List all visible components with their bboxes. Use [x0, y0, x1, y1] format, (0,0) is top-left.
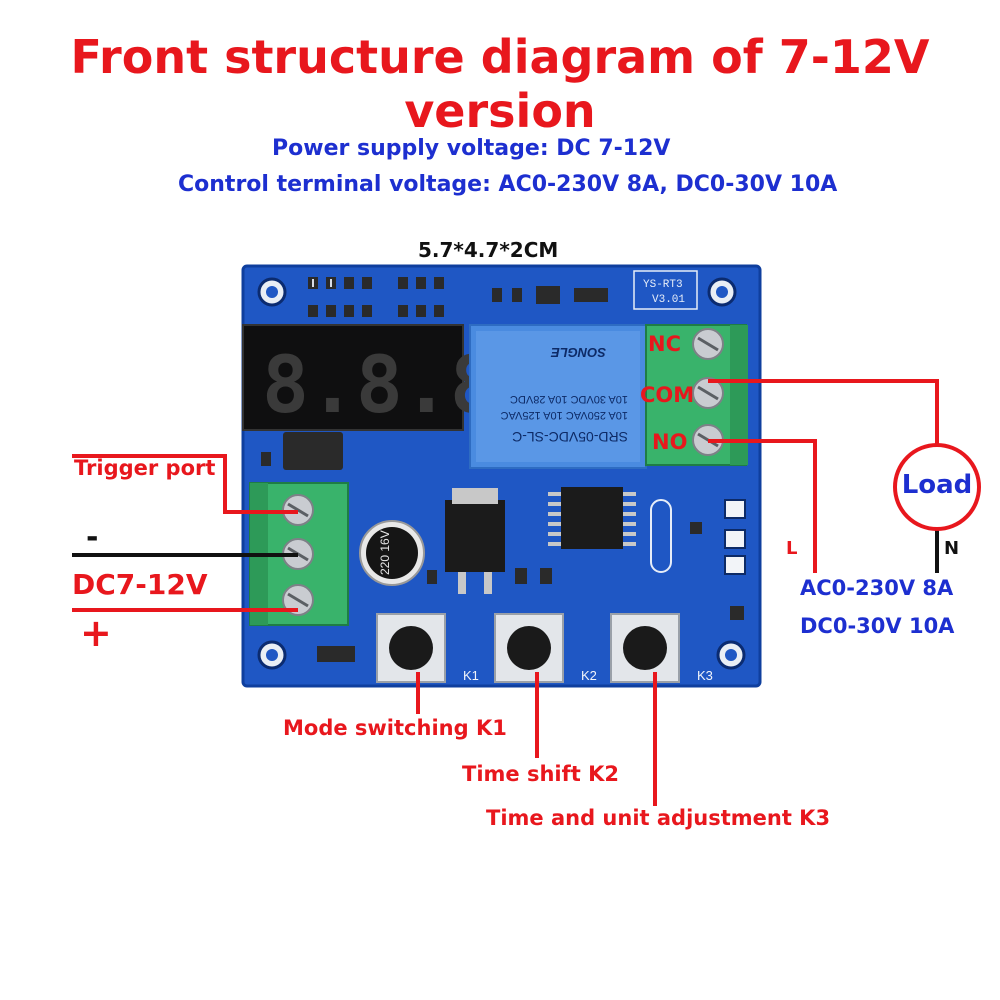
k1-label: Mode switching K1 — [283, 716, 507, 740]
ac-rating-label: AC0-230V 8A — [800, 576, 954, 600]
line-l-label: L — [786, 538, 798, 559]
dc-voltage-label: DC7-12V — [72, 568, 208, 601]
svg-text:10A 250VAC 10A 125VAC: 10A 250VAC 10A 125VAC — [501, 409, 628, 421]
seven-segment-display — [242, 324, 464, 431]
power-spec: Power supply voltage: DC 7-12V — [272, 136, 671, 161]
trigger-port-label: Trigger port — [74, 456, 216, 480]
board-version: V3.01 — [652, 294, 685, 306]
plus-label: + — [80, 611, 112, 655]
terminal-com-label: COM — [640, 383, 695, 407]
board-model: YS-RT3 — [643, 279, 683, 291]
svg-text:SONGLE: SONGLE — [551, 345, 606, 360]
minus-label: - — [86, 520, 99, 555]
terminal-screws — [692, 328, 724, 456]
dimensions-label: 5.7*4.7*2CM — [418, 238, 559, 262]
terminal-nc-label: NC — [648, 332, 681, 356]
k3-label: Time and unit adjustment K3 — [486, 806, 831, 830]
dc-rating-label: DC0-30V 10A — [800, 614, 955, 638]
load-label: Load — [901, 470, 973, 500]
push-buttons — [376, 613, 680, 683]
relay-markings: SRD-05VDC-SL-C 10A 250VAC 10A 125VAC 10A… — [501, 345, 628, 445]
k2-label: Time shift K2 — [462, 762, 619, 786]
neutral-n-label: N — [944, 538, 960, 559]
svg-text:SRD-05VDC-SL-C: SRD-05VDC-SL-C — [512, 429, 628, 445]
k3-silk: K3 — [697, 668, 713, 683]
display-digits: 8.8.8 — [262, 341, 497, 431]
svg-text:10A 30VDC 10A 28VDC: 10A 30VDC 10A 28VDC — [510, 393, 628, 405]
wiring-lines — [72, 379, 939, 806]
control-spec: Control terminal voltage: AC0-230V 8A, D… — [178, 172, 838, 197]
microcontroller-chip — [561, 487, 623, 549]
terminal-no-label: NO — [652, 430, 688, 454]
voltage-regulator — [445, 500, 505, 572]
load-circle — [893, 443, 981, 531]
k1-silk: K1 — [463, 668, 479, 683]
capacitor-label: 220 16V — [378, 530, 392, 575]
k2-silk: K2 — [581, 668, 597, 683]
page-title: Front structure diagram of 7-12V version — [70, 30, 930, 138]
